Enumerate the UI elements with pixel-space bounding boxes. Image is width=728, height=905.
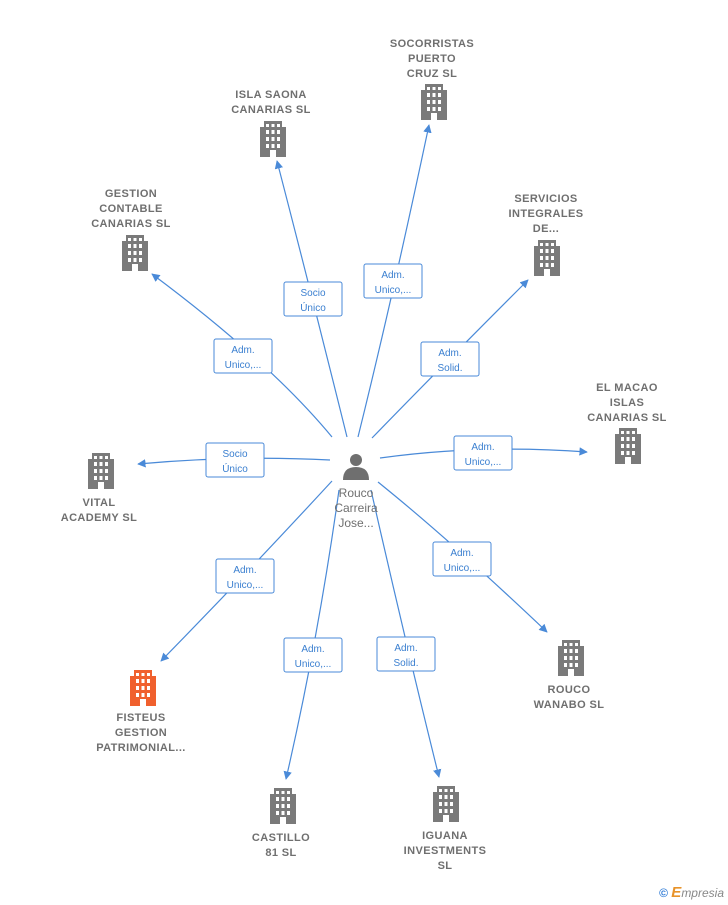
building-icon: [260, 121, 286, 157]
brand-logo-initial: E: [671, 884, 682, 901]
relation-text: Adm.Unico,...: [444, 548, 481, 574]
building-icon: [433, 786, 459, 822]
edge-iguana: [370, 489, 442, 778]
building-icon: [130, 670, 156, 706]
copyright-symbol: ©: [659, 886, 668, 900]
relation-text: Adm.Unico,...: [295, 644, 332, 670]
building-icon: [88, 453, 114, 489]
edge-castillo-81: [283, 489, 340, 780]
relation-text: Adm.Solid.: [393, 643, 418, 669]
relation-label-rouco-wanabo[interactable]: Adm.Unico,...: [432, 541, 492, 577]
relation-label-fisteus[interactable]: Adm.Unico,...: [215, 558, 275, 594]
relation-label-servicios-integrales[interactable]: Adm.Solid.: [420, 341, 480, 377]
relation-box: [420, 341, 480, 377]
relation-text: Adm.Unico,...: [375, 270, 412, 296]
relation-box: [283, 281, 343, 317]
building-icon: [122, 235, 148, 271]
relation-label-gestion-contable[interactable]: Adm.Unico,...: [213, 338, 273, 374]
relation-box: [205, 442, 265, 478]
relation-text: Adm.Unico,...: [225, 345, 262, 371]
building-icon: [421, 84, 447, 120]
relation-text: Adm.Unico,...: [465, 442, 502, 468]
person-icon: [343, 454, 369, 480]
brand-logo-name: mpresia: [681, 886, 724, 900]
relation-box: [283, 637, 343, 673]
brand-watermark: © Empresia: [659, 884, 724, 901]
relation-box: [376, 636, 436, 672]
relation-text: Adm.Unico,...: [227, 565, 264, 591]
relation-label-castillo-81[interactable]: Adm.Unico,...: [283, 637, 343, 673]
relation-box: [432, 541, 492, 577]
relation-box: [363, 263, 423, 299]
building-icon: [270, 788, 296, 824]
relation-label-socorristas[interactable]: Adm.Unico,...: [363, 263, 423, 299]
relation-label-el-macao[interactable]: Adm.Unico,...: [453, 435, 513, 471]
building-icon: [558, 640, 584, 676]
building-icon: [534, 240, 560, 276]
relation-box: [453, 435, 513, 471]
relation-text: Adm.Solid.: [437, 348, 462, 374]
building-icon: [615, 428, 641, 464]
relation-box: [215, 558, 275, 594]
relation-label-iguana[interactable]: Adm.Solid.: [376, 636, 436, 672]
relation-box: [213, 338, 273, 374]
